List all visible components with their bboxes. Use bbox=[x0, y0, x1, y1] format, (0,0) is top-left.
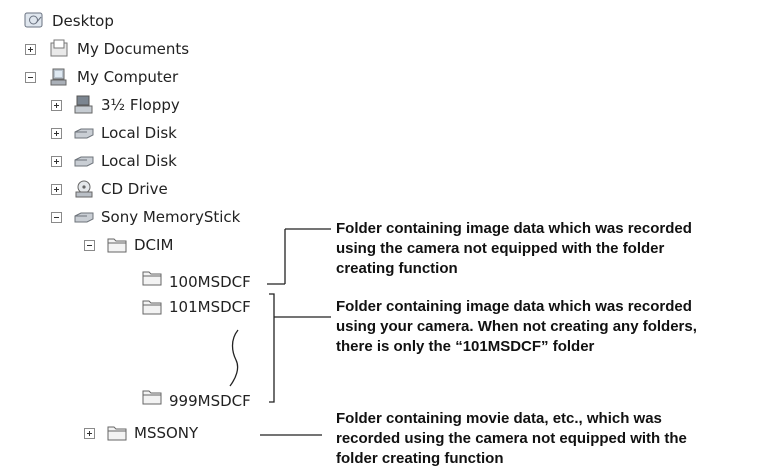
tree-label: CD Drive bbox=[101, 180, 168, 198]
tree-label: 3½ Floppy bbox=[101, 96, 180, 114]
annotation-line: creating function bbox=[336, 260, 458, 277]
folder-icon bbox=[107, 426, 127, 441]
tree-label: My Computer bbox=[77, 68, 179, 86]
tree-label: 999MSDCF bbox=[169, 392, 251, 410]
annotation-line: using your camera. When not creating any… bbox=[336, 318, 697, 335]
hard-disk-icon bbox=[74, 128, 94, 139]
expand-icon[interactable] bbox=[51, 128, 62, 139]
tree-label: 100MSDCF bbox=[169, 273, 251, 291]
tree-label: DCIM bbox=[134, 236, 174, 254]
cd-drive-icon bbox=[75, 180, 93, 198]
annotation-line: Folder containing image data which was r… bbox=[336, 298, 692, 315]
expand-icon[interactable] bbox=[84, 428, 95, 439]
tree-label: Local Disk bbox=[101, 152, 177, 170]
annotation-mssony: Folder containing movie data, etc., whic… bbox=[336, 409, 783, 469]
collapse-icon[interactable] bbox=[25, 72, 36, 83]
expand-icon[interactable] bbox=[51, 100, 62, 111]
tree-label: My Documents bbox=[77, 40, 190, 58]
tree-label: 101MSDCF bbox=[169, 298, 251, 316]
collapse-icon[interactable] bbox=[84, 240, 95, 251]
expand-icon[interactable] bbox=[51, 184, 62, 195]
desktop-icon bbox=[24, 12, 43, 28]
annotation-101msdcf: Folder containing image data which was r… bbox=[336, 297, 783, 357]
annotation-100msdcf: Folder containing image data which was r… bbox=[336, 219, 783, 279]
annotation-line: recorded using the camera not equipped w… bbox=[336, 430, 687, 447]
folder-icon bbox=[142, 390, 162, 405]
computer-icon bbox=[50, 68, 67, 86]
documents-icon bbox=[50, 39, 68, 57]
expand-icon[interactable] bbox=[25, 44, 36, 55]
annotation-line: Folder containing movie data, etc., whic… bbox=[336, 410, 662, 427]
annotation-line: folder creating function bbox=[336, 450, 504, 467]
annotation-line: there is only the “101MSDCF” folder bbox=[336, 338, 595, 355]
folder-icon bbox=[142, 271, 162, 286]
expand-icon[interactable] bbox=[51, 156, 62, 167]
tree-label: MSSONY bbox=[134, 424, 199, 442]
folder-icon bbox=[107, 238, 127, 253]
tree-label: Sony MemoryStick bbox=[101, 208, 241, 226]
hard-disk-icon bbox=[74, 156, 94, 167]
hard-disk-icon bbox=[74, 212, 94, 223]
annotation-line: using the camera not equipped with the f… bbox=[336, 240, 665, 257]
tree-label: Desktop bbox=[52, 12, 114, 30]
floppy-drive-icon bbox=[74, 95, 93, 114]
tree-label: Local Disk bbox=[101, 124, 177, 142]
collapse-icon[interactable] bbox=[51, 212, 62, 223]
folder-icon bbox=[142, 300, 162, 315]
annotation-line: Folder containing image data which was r… bbox=[336, 220, 692, 237]
